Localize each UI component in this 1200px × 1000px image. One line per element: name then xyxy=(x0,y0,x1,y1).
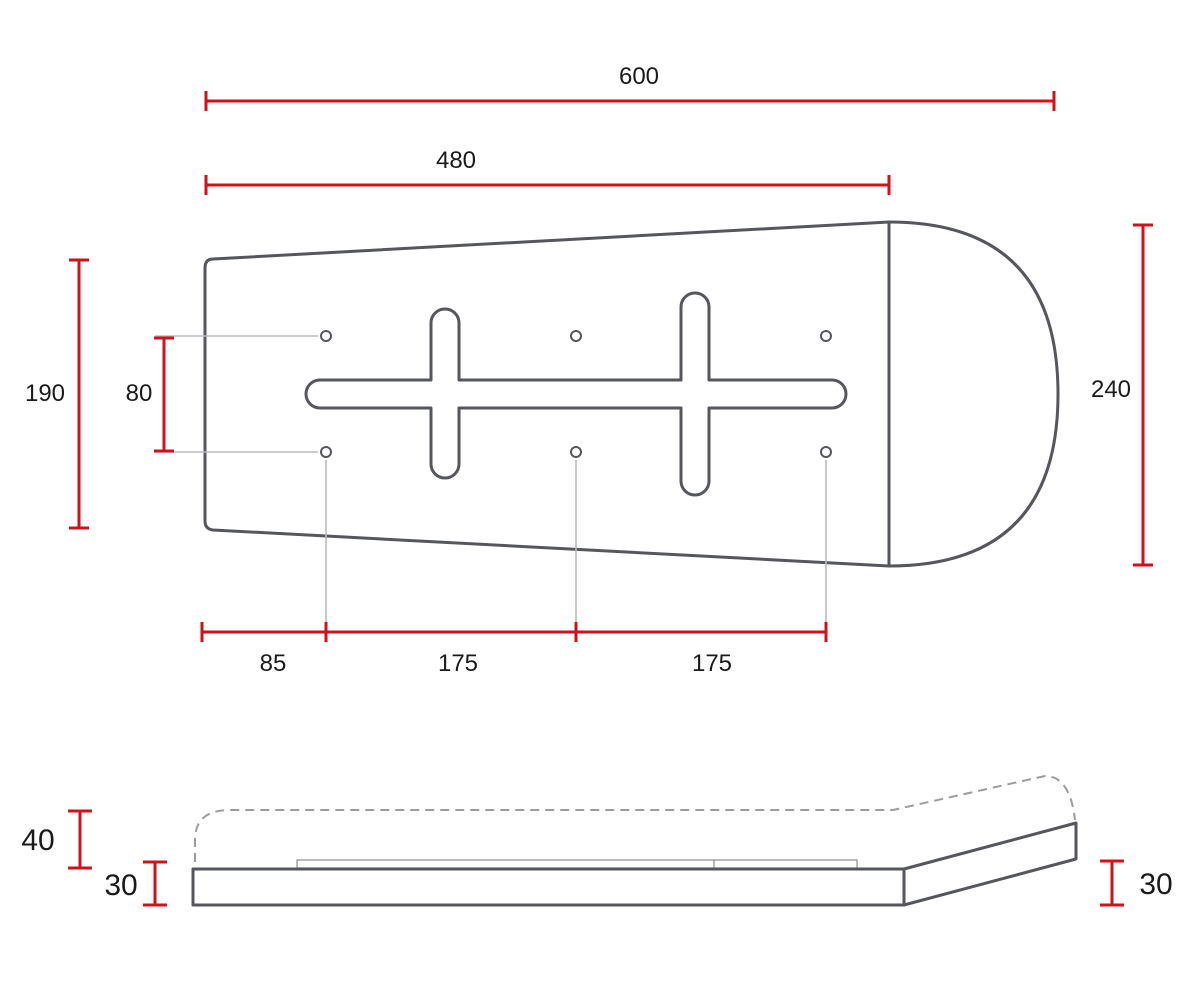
cross-slot xyxy=(304,291,848,497)
dimension-label-hole-spacing: 80 xyxy=(126,380,153,407)
side-angled-end xyxy=(902,821,1078,907)
dimension-dashed-height: 40 xyxy=(21,809,92,870)
dimension-label-hole-pitch: 175 xyxy=(438,650,478,677)
dimension-round-end-width: 240 xyxy=(1091,223,1153,567)
dimension-label-round-end-width: 240 xyxy=(1091,376,1131,403)
side-view: 40 30 30 xyxy=(21,774,1173,907)
mounting-hole xyxy=(570,446,582,458)
dimension-label-hole-pitch: 175 xyxy=(692,650,732,677)
dimension-label-thickness-left: 30 xyxy=(104,869,137,902)
dimension-label-body-length: 480 xyxy=(436,147,476,174)
plate-outline xyxy=(203,220,891,568)
top-view: 600 480 190 80 240 xyxy=(25,63,1153,677)
side-slab xyxy=(191,867,906,907)
mounting-hole xyxy=(570,330,582,342)
dimension-body-length: 480 xyxy=(204,147,891,195)
plate-rounded-end xyxy=(887,220,1060,568)
dimension-narrow-width: 190 xyxy=(25,258,89,530)
mounting-hole xyxy=(820,446,832,458)
dimension-total-length: 600 xyxy=(204,63,1056,111)
dimension-label-total-length: 600 xyxy=(619,63,659,90)
slot-recess xyxy=(296,859,858,869)
dimension-hole-spacing: 80 xyxy=(126,336,174,453)
dimension-label-thickness-right: 30 xyxy=(1139,868,1172,901)
dimension-hole-positions: 85 175 175 xyxy=(200,622,828,677)
dimension-label-narrow-width: 190 xyxy=(25,380,65,407)
dimension-thickness-left: 30 xyxy=(104,860,167,907)
mounting-hole xyxy=(820,330,832,342)
dimension-thickness-right: 30 xyxy=(1100,859,1173,907)
dimension-label-dashed-height: 40 xyxy=(21,824,54,857)
dashed-envelope xyxy=(194,774,1076,862)
dimension-label-first-hole-offset: 85 xyxy=(260,650,287,677)
mounting-hole xyxy=(320,446,332,458)
mounting-hole xyxy=(320,330,332,342)
